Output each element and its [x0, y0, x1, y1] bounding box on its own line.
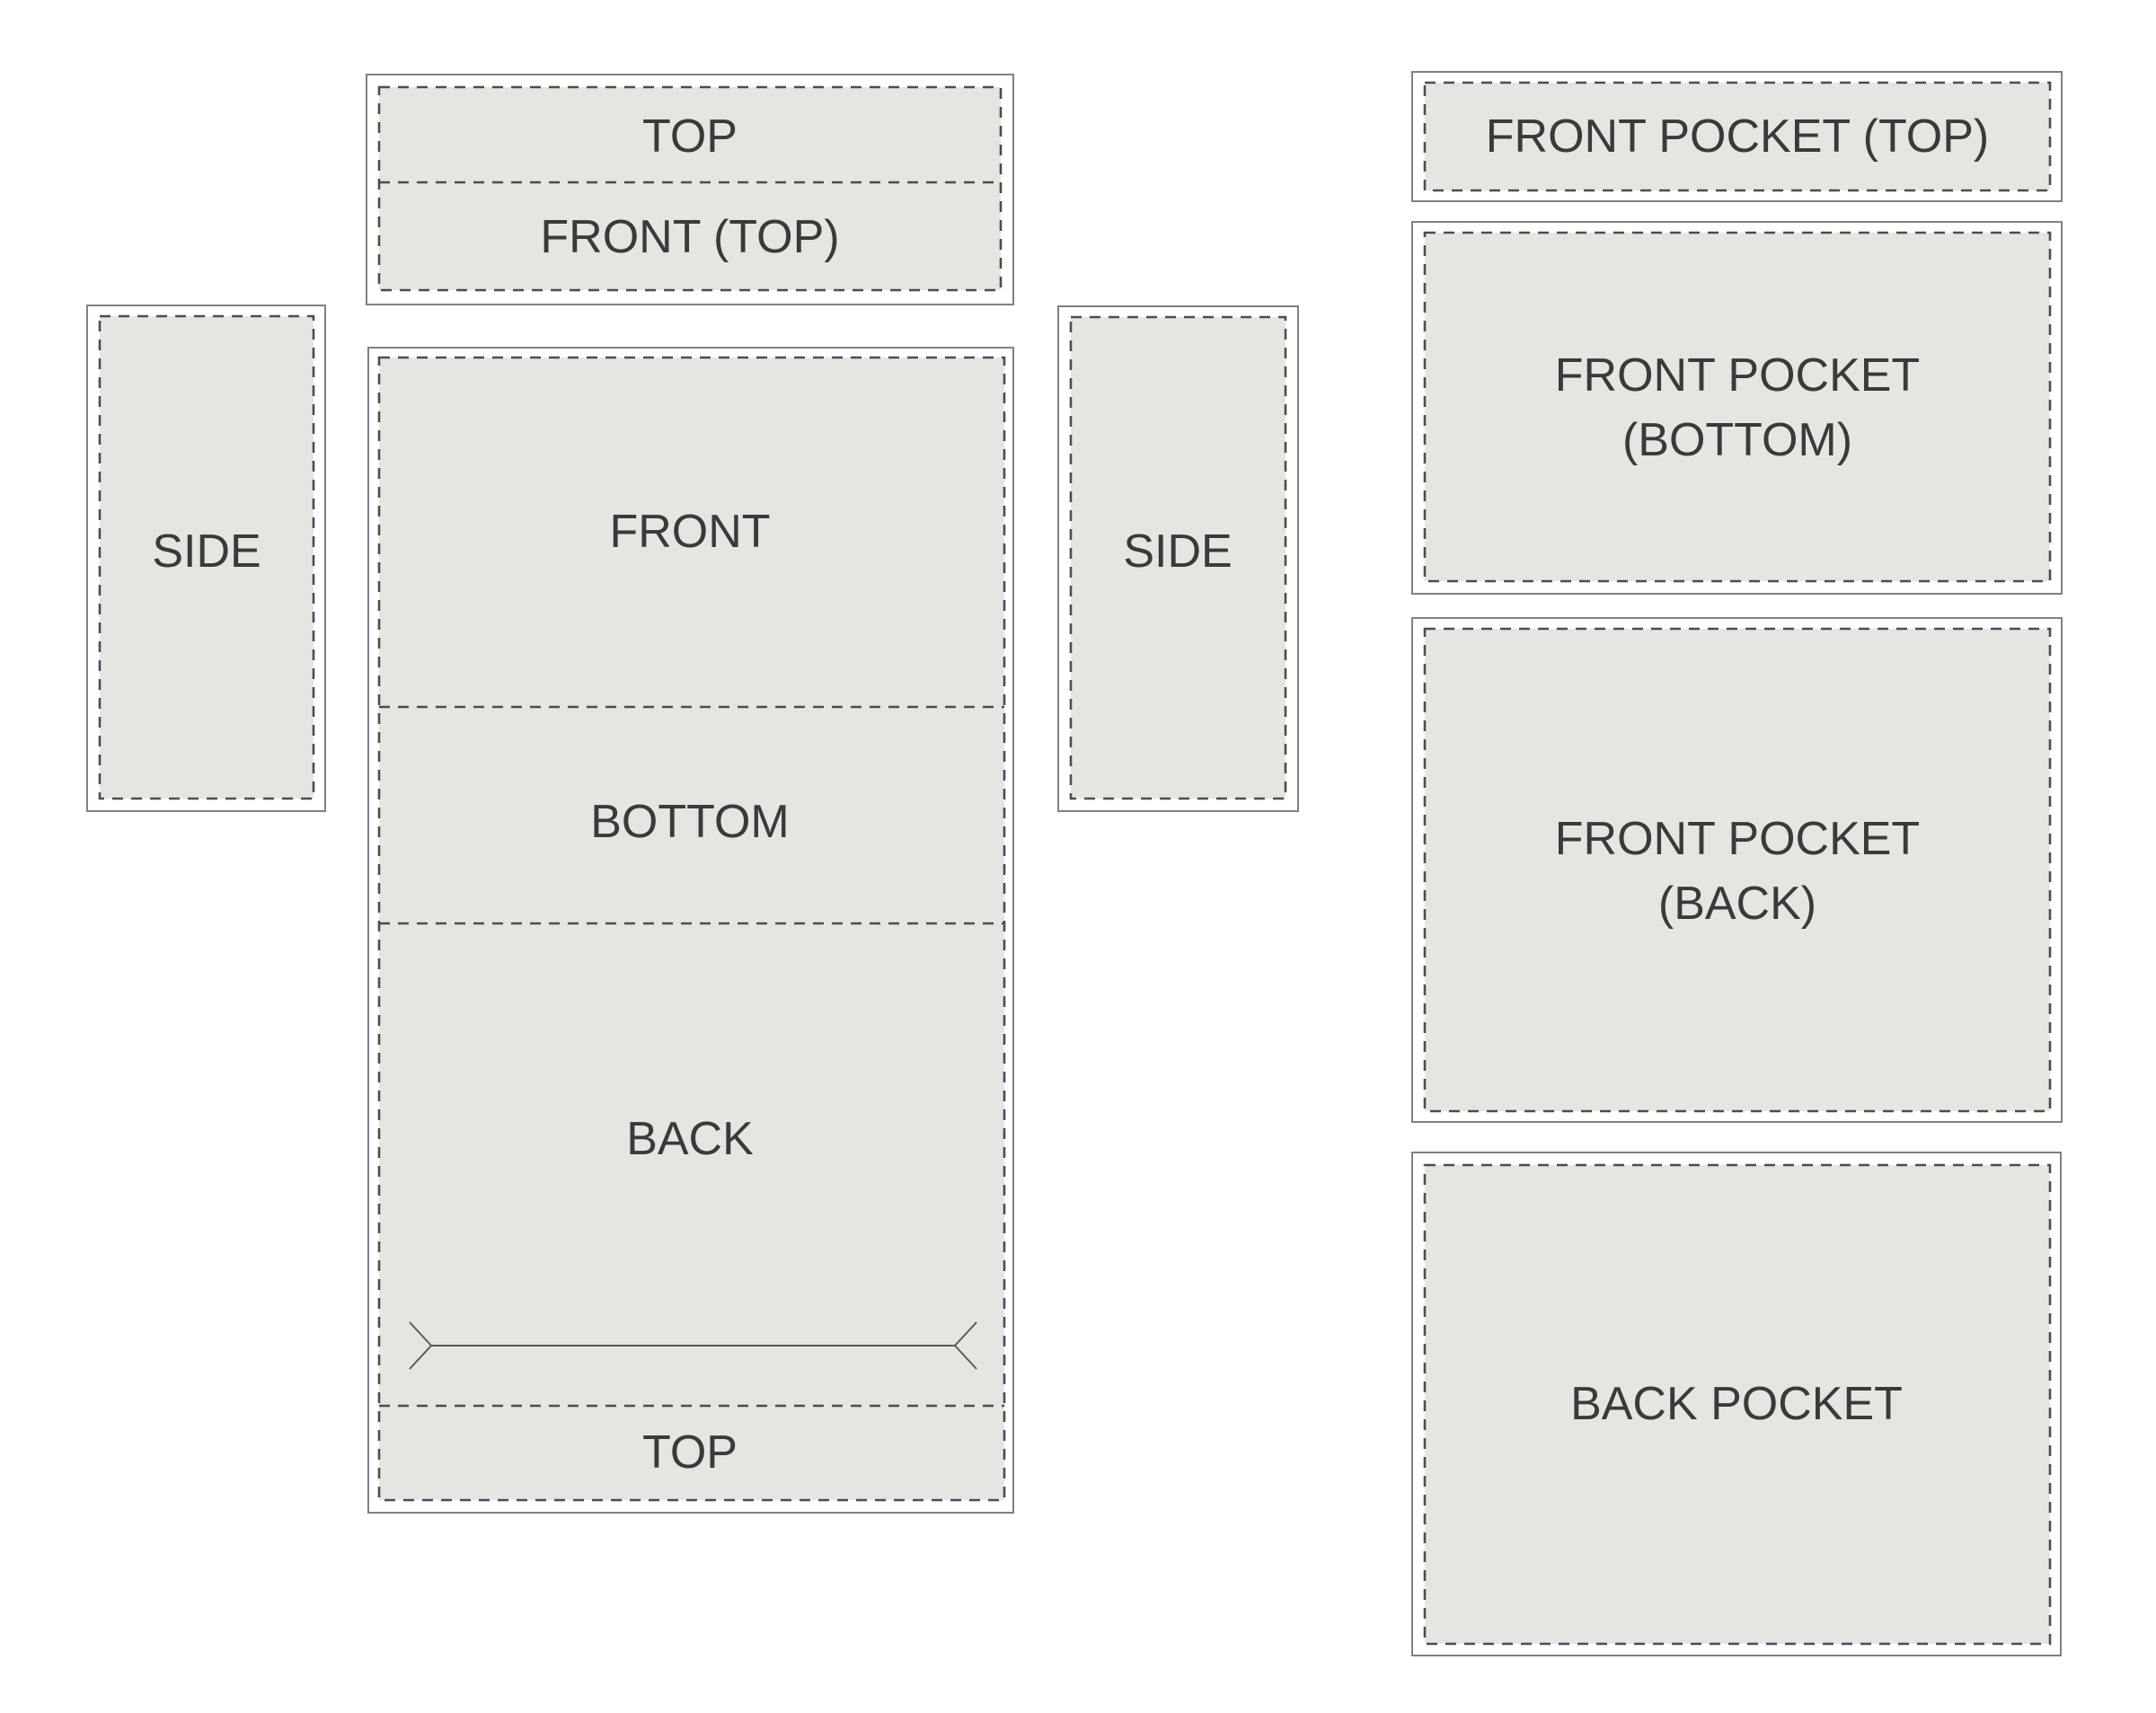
piece-front-pocket-bottom: FRONT POCKET (BOTTOM): [1411, 221, 2063, 595]
piece-top-front-top: TOP FRONT (TOP): [366, 74, 1014, 305]
section-label-side: SIDE: [1123, 525, 1232, 578]
section-label-front-pocket-back-line1: FRONT POCKET: [1555, 813, 1920, 865]
piece-fabric: [1423, 627, 2052, 1113]
section-label-front-pocket-bottom-line2: (BOTTOM): [1622, 414, 1852, 466]
section-label-front-top: FRONT (TOP): [540, 211, 839, 263]
grainline-arrow: [409, 1321, 977, 1370]
piece-front-pocket-back: FRONT POCKET (BACK): [1411, 617, 2063, 1123]
piece-back-pocket: BACK POCKET: [1411, 1152, 2062, 1656]
section-label-bottom: BOTTOM: [590, 796, 789, 848]
piece-front-pocket-top: FRONT POCKET (TOP): [1411, 71, 2063, 202]
piece-fabric: [1423, 81, 2052, 192]
section-label-front: FRONT: [609, 506, 770, 558]
section-label-front-pocket-top: FRONT POCKET (TOP): [1486, 110, 1990, 163]
piece-fabric: [1423, 231, 2052, 583]
section-label-front-pocket-back-line2: (BACK): [1658, 878, 1816, 930]
piece-fabric: [1069, 315, 1287, 800]
piece-fabric: [377, 85, 1003, 292]
section-label-top: TOP: [642, 110, 738, 163]
section-label-back-pocket: BACK POCKET: [1570, 1378, 1903, 1430]
section-label-back: BACK: [626, 1113, 754, 1165]
piece-fabric: [98, 314, 315, 800]
section-label-top: TOP: [642, 1426, 738, 1479]
piece-fabric: [1423, 1163, 2052, 1646]
piece-side-left: SIDE: [86, 305, 326, 812]
piece-side-right: SIDE: [1057, 305, 1299, 812]
section-label-front-pocket-bottom-line1: FRONT POCKET: [1555, 349, 1920, 402]
piece-fabric: [377, 356, 1006, 1502]
section-label-side: SIDE: [152, 525, 261, 578]
piece-main-panel: FRONT BOTTOM BACK TOP: [367, 347, 1014, 1514]
